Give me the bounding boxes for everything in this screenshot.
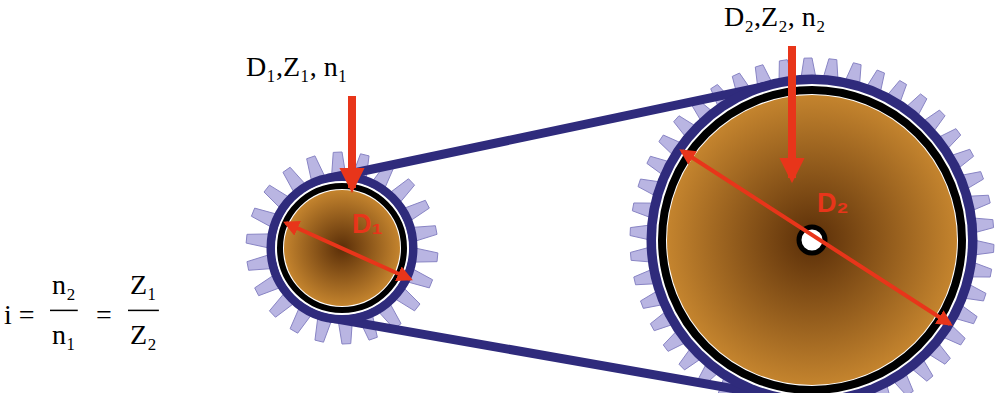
diameter-label: D₁ xyxy=(352,210,383,240)
gap-ring xyxy=(275,181,409,315)
hub-ring xyxy=(662,90,962,390)
formula-numerator: Z₁ xyxy=(130,270,157,301)
diameter-arrow xyxy=(682,151,950,324)
sprocket-body xyxy=(649,77,975,393)
dimension-arrows xyxy=(50,46,950,324)
sprocket-node: D₁ xyxy=(280,186,404,310)
fraction-bar xyxy=(50,310,78,312)
sprocket-teeth xyxy=(246,58,994,393)
chain-wrap xyxy=(652,80,972,393)
formula-denominator: n₁ xyxy=(52,320,76,351)
sprocket-spec: D₁,Z₁, n₁ xyxy=(246,52,348,83)
sprocket-node: D₂ xyxy=(667,95,957,385)
formula-text: i = xyxy=(4,300,35,331)
gap-ring xyxy=(656,84,968,393)
chain-belt xyxy=(271,80,972,393)
sprocket-disk xyxy=(667,95,957,385)
sprocket-teeth xyxy=(630,58,994,393)
sprocket-spec: D₂,Z₂, n₂ xyxy=(724,2,826,33)
diameter-arrow xyxy=(286,223,410,279)
chain-wrap xyxy=(271,177,413,319)
pointer-arrow xyxy=(348,96,356,188)
fraction-bar xyxy=(128,310,159,312)
sprocket-teeth xyxy=(246,152,438,344)
sprocket-disks xyxy=(275,84,968,393)
formula-numerator: n₂ xyxy=(52,270,76,301)
pointer-arrow xyxy=(788,46,796,178)
formula-text: = xyxy=(96,300,112,331)
sprocket-body xyxy=(268,174,416,322)
formula-denominator: Z₂ xyxy=(130,320,157,351)
diameter-label: D₂ xyxy=(817,189,849,219)
